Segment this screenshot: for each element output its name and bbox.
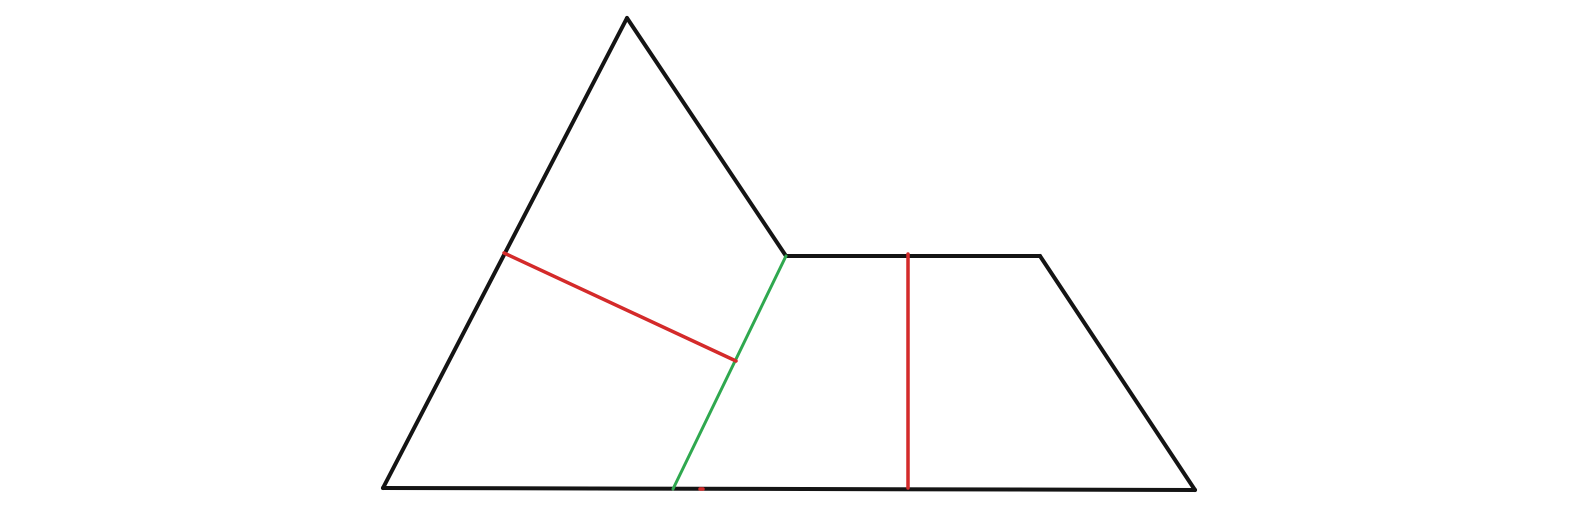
base-line [381,486,1197,492]
trapezoid-right-edge [1038,254,1197,492]
shared-edge [671,254,788,491]
triangle-right-edge [625,16,788,258]
triangle-height [502,251,738,363]
